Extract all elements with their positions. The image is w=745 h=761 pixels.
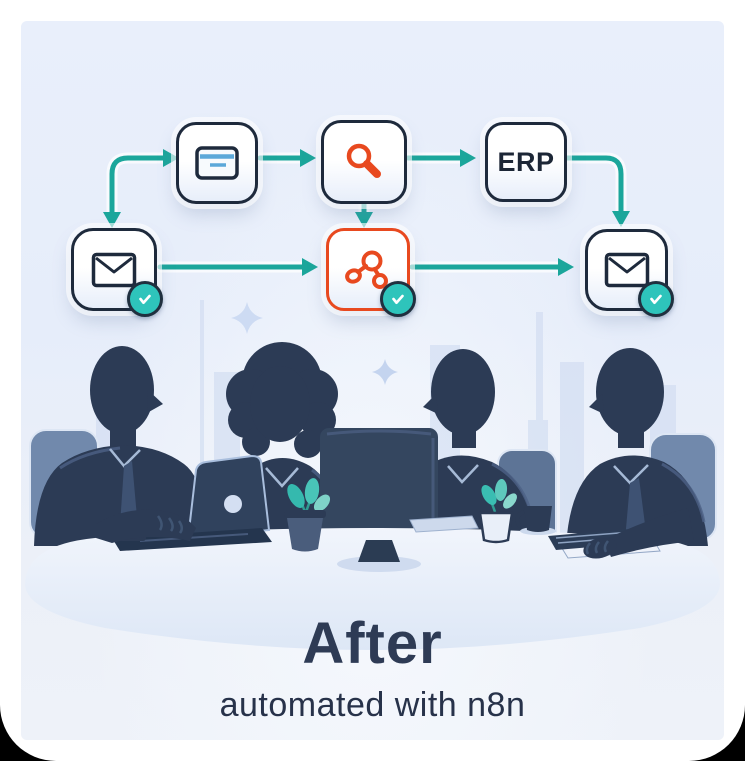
check-icon xyxy=(392,294,404,305)
browser-window-icon xyxy=(195,146,239,180)
check-badge xyxy=(638,281,674,317)
email-icon xyxy=(91,252,137,287)
search-icon xyxy=(346,143,381,178)
hands xyxy=(96,508,694,559)
erp-label: ERP xyxy=(497,146,555,177)
search-node xyxy=(321,120,407,204)
check-icon xyxy=(650,294,662,305)
closed-laptop xyxy=(409,515,479,533)
arrow-lines xyxy=(109,155,624,270)
conference-table xyxy=(25,528,720,650)
check-badge xyxy=(380,281,416,317)
check-badge xyxy=(127,281,163,317)
monitor-stand xyxy=(337,540,421,572)
arrow-heads xyxy=(103,149,630,276)
email-node-right xyxy=(585,229,674,317)
email-node-left xyxy=(71,228,163,317)
laptop xyxy=(112,454,272,551)
mug xyxy=(515,506,556,535)
erp-node: ERP xyxy=(485,122,567,202)
caption-title: After xyxy=(302,611,443,676)
email-icon xyxy=(604,252,649,288)
browser-node xyxy=(176,122,258,204)
n8n-workflow-icon xyxy=(345,250,388,289)
workflow-node xyxy=(326,228,416,317)
caption-subtitle: automated with n8n xyxy=(219,686,526,724)
sparkle-icon xyxy=(231,302,398,385)
plant-left xyxy=(284,478,331,552)
plant-right xyxy=(478,479,517,544)
check-icon xyxy=(139,294,151,305)
